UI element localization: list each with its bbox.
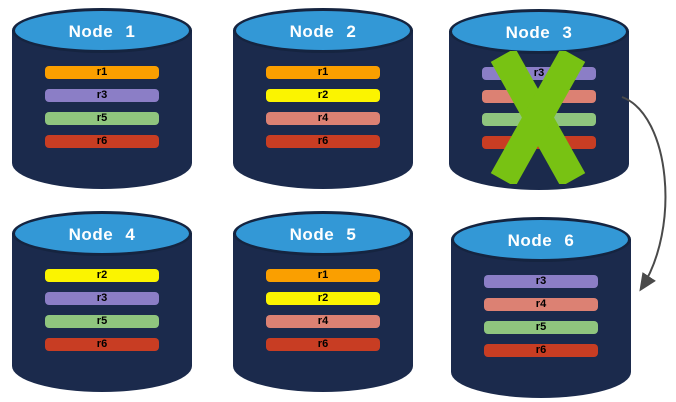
node-1-cylinder-body <box>12 30 192 189</box>
node-1-cylinder-top: Node 1 <box>12 8 192 53</box>
node-5-cylinder-top: Node 5 <box>233 211 413 256</box>
node-4-bar-r5: r5 <box>45 315 159 328</box>
node-5-cylinder-body <box>233 233 413 392</box>
node-6-bar-r3: r3 <box>484 275 598 288</box>
node-2-title: Node 2 <box>289 22 357 41</box>
node-2-bar-r2: r2 <box>266 89 380 102</box>
node-3-cylinder-top: Node 3 <box>449 9 629 54</box>
node-4-bar-r6-label: r6 <box>96 338 108 350</box>
node-5-title: Node 5 <box>289 225 357 244</box>
node-6-cylinder-body <box>451 239 631 398</box>
node-2-bar-r1: r1 <box>266 66 380 79</box>
failure-x-icon <box>490 51 586 184</box>
node-4-cylinder-body <box>12 233 192 392</box>
node-5-bar-r6: r6 <box>266 338 380 351</box>
node-2-bar-r2-label: r2 <box>317 89 329 101</box>
node-2-bar-r4-label: r4 <box>317 112 329 124</box>
node-6-bar-r3-label: r3 <box>535 275 547 287</box>
node-1-bar-r5-label: r5 <box>96 112 108 124</box>
node-3-title: Node 3 <box>505 23 573 42</box>
node-2: Node 2 r1 r2 r4 r6 <box>233 8 413 189</box>
node-6-bar-r4: r4 <box>484 298 598 311</box>
node-5-bar-r2-label: r2 <box>317 292 329 304</box>
node-6-bar-r4-label: r4 <box>535 298 547 310</box>
node-4-title: Node 4 <box>68 225 136 244</box>
node-4-bar-r5-label: r5 <box>96 315 108 327</box>
node-1-bar-r1-label: r1 <box>96 66 108 78</box>
node-6-bar-r5: r5 <box>484 321 598 334</box>
node-2-cylinder-top: Node 2 <box>233 8 413 53</box>
node-2-bar-r6: r6 <box>266 135 380 148</box>
node-5-bar-r6-label: r6 <box>317 338 329 350</box>
node-6-bar-r6-label: r6 <box>535 344 547 356</box>
node-2-bar-r1-label: r1 <box>317 66 329 78</box>
node-3: Node 3 r3 <box>449 9 629 190</box>
node-2-bar-r6-label: r6 <box>317 135 329 147</box>
node-4: Node 4 r2 r3 r5 r6 <box>12 211 192 392</box>
node-6-cylinder-top: Node 6 <box>451 217 631 262</box>
node-1-bar-r3-label: r3 <box>96 89 108 101</box>
node-5-bar-r2: r2 <box>266 292 380 305</box>
node-4-bar-r6: r6 <box>45 338 159 351</box>
node-3-bar-r3-label: r3 <box>533 67 545 79</box>
node-2-cylinder-body <box>233 30 413 189</box>
node-1-bar-r6-label: r6 <box>96 135 108 147</box>
node-1-bar-r1: r1 <box>45 66 159 79</box>
node-5-bar-r4: r4 <box>266 315 380 328</box>
node-4-bar-r2: r2 <box>45 269 159 282</box>
node-1-bar-r3: r3 <box>45 89 159 102</box>
node-1: Node 1 r1 r3 r5 r6 <box>12 8 192 189</box>
node-5: Node 5 r1 r2 r4 r6 <box>233 211 413 392</box>
node-1-bar-r5: r5 <box>45 112 159 125</box>
node-6: Node 6 r3 r4 r5 r6 <box>451 217 631 398</box>
node-6-bar-r5-label: r5 <box>535 321 547 333</box>
node-2-bar-r4: r4 <box>266 112 380 125</box>
node-6-bar-r6: r6 <box>484 344 598 357</box>
node-4-bar-r3: r3 <box>45 292 159 305</box>
node-1-title: Node 1 <box>68 22 136 41</box>
node-4-bar-r2-label: r2 <box>96 269 108 281</box>
node-5-bar-r4-label: r4 <box>317 315 329 327</box>
node-1-bar-r6: r6 <box>45 135 159 148</box>
node-5-bar-r1-label: r1 <box>317 269 329 281</box>
node-5-bar-r1: r1 <box>266 269 380 282</box>
node-4-cylinder-top: Node 4 <box>12 211 192 256</box>
node-6-title: Node 6 <box>507 231 575 250</box>
node-4-bar-r3-label: r3 <box>96 292 108 304</box>
